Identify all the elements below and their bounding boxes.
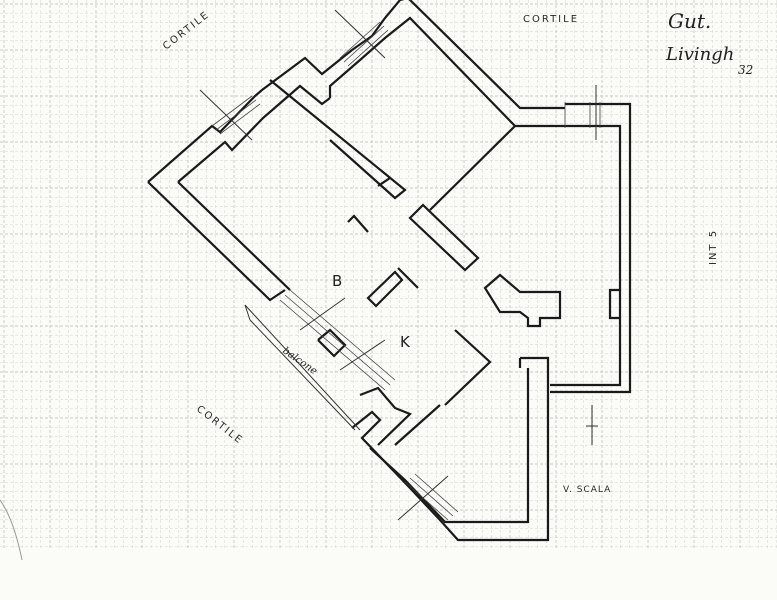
label-room-k: K	[400, 333, 411, 351]
handwriting-line-1: Gut.	[668, 9, 711, 33]
wall-top-room-inner	[400, 0, 565, 110]
wall-bath-door	[397, 267, 419, 289]
handwriting-line-2: Livingh	[665, 44, 734, 65]
wall-left-room-lower-inner	[177, 181, 291, 291]
pillar-center-1	[408, 203, 480, 272]
wall-kitchen-lower	[359, 386, 412, 446]
wall-bath-block	[366, 270, 404, 308]
label-int-5: INT 5	[708, 229, 719, 265]
label-cortile-top-left: CORTILE	[161, 9, 212, 52]
wall-left-room-outer	[147, 0, 401, 183]
page-edge-curve	[0, 499, 23, 561]
graph-paper-grid	[0, 0, 777, 548]
window-top-middle	[334, 9, 389, 67]
wall-right-room-inner	[550, 124, 622, 387]
label-cortile-bottom-left: CORTILE	[194, 404, 245, 447]
windows	[199, 9, 601, 521]
label-cortile-top-right: CORTILE	[523, 14, 579, 25]
handwriting-number: 32	[738, 63, 753, 77]
window-top-right	[564, 85, 601, 140]
wall-right-pillar	[608, 288, 620, 320]
wall-right-room	[550, 102, 632, 394]
wall-partition-1	[269, 79, 407, 200]
window-balcony	[244, 289, 396, 431]
walls	[147, 0, 632, 542]
wall-kitchen-diag	[444, 329, 492, 406]
pillar-center-2	[483, 273, 562, 328]
wall-stair-link	[394, 404, 441, 446]
wall-partition-2	[377, 177, 391, 187]
wall-top-room	[328, 16, 565, 128]
stair-mark	[586, 405, 598, 445]
wall-lower-wing-inner	[369, 368, 530, 524]
wall-left-room-inner	[177, 84, 331, 183]
label-room-b: B	[332, 272, 342, 290]
wall-kitchen	[317, 328, 347, 358]
wall-lower-wing-outer	[351, 356, 550, 542]
wall-left-room-lower	[147, 181, 286, 302]
label-v-scala: V. SCALA	[563, 485, 611, 495]
window-top-left	[199, 89, 261, 141]
wall-bath-partition	[347, 214, 369, 233]
window-lower	[397, 473, 459, 521]
wall-diagonal-living	[429, 125, 516, 211]
